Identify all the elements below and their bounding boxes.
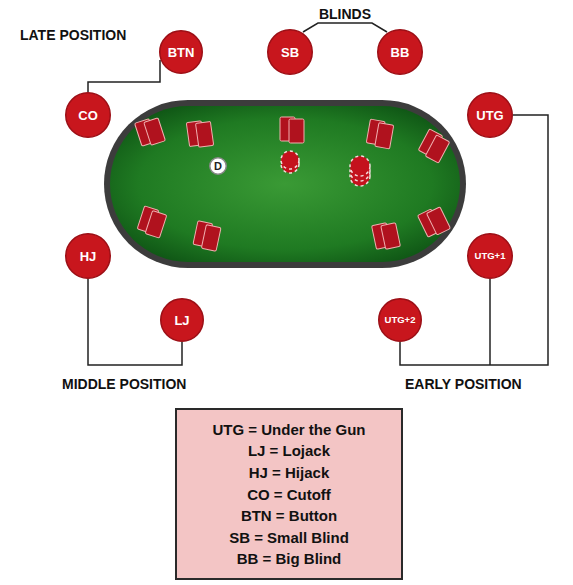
seat-circle: LJ — [160, 298, 204, 342]
seat-name: UTG+1 — [475, 251, 506, 261]
card-pairs — [135, 116, 451, 251]
seat-name: BB — [391, 46, 410, 59]
seat-circle: HJ — [65, 233, 111, 279]
abbreviation-key-box: UTG = Under the Gun LJ = Lojack HJ = Hijac… — [175, 408, 403, 580]
abbreviation-entry: BTN = Button — [241, 507, 337, 524]
position-group-label: BLINDS — [319, 7, 371, 21]
seat-circle: BTN — [159, 30, 203, 74]
seat-name: BTN — [168, 46, 195, 59]
seat-circle: UTG — [467, 92, 513, 138]
abbreviation-entry: BB = Big Blind — [237, 550, 342, 567]
seat-name: HJ — [80, 250, 97, 263]
seat-circle: BB — [377, 29, 423, 75]
chip-stacks — [281, 151, 370, 186]
seat-name: CO — [78, 109, 98, 122]
abbreviation-entry: LJ = Lojack — [248, 442, 330, 459]
seat-name: LJ — [174, 314, 189, 327]
table-rim — [104, 100, 466, 268]
position-group-label: MIDDLE POSITION — [62, 377, 186, 391]
seat-circle: CO — [65, 92, 111, 138]
abbreviation-entry: CO = Cutoff — [247, 486, 331, 503]
dealer-letter: D — [214, 161, 222, 172]
position-group-label: EARLY POSITION — [405, 377, 522, 391]
table-felt — [110, 106, 460, 262]
abbreviation-entry: SB = Small Blind — [229, 529, 349, 546]
seat-circle: SB — [267, 29, 313, 75]
group-bracket — [88, 23, 548, 365]
seat-circle: UTG+1 — [467, 233, 513, 279]
position-group-label: LATE POSITION — [20, 28, 126, 42]
seat-circle: UTG+2 — [378, 298, 422, 342]
seat-name: UTG — [476, 109, 503, 122]
seat-name: SB — [281, 46, 299, 59]
abbreviation-entry: UTG = Under the Gun — [213, 421, 366, 438]
abbreviation-entry: HJ = Hijack — [249, 464, 329, 481]
dealer-button: D — [209, 157, 227, 175]
seat-name: UTG+2 — [385, 315, 416, 325]
